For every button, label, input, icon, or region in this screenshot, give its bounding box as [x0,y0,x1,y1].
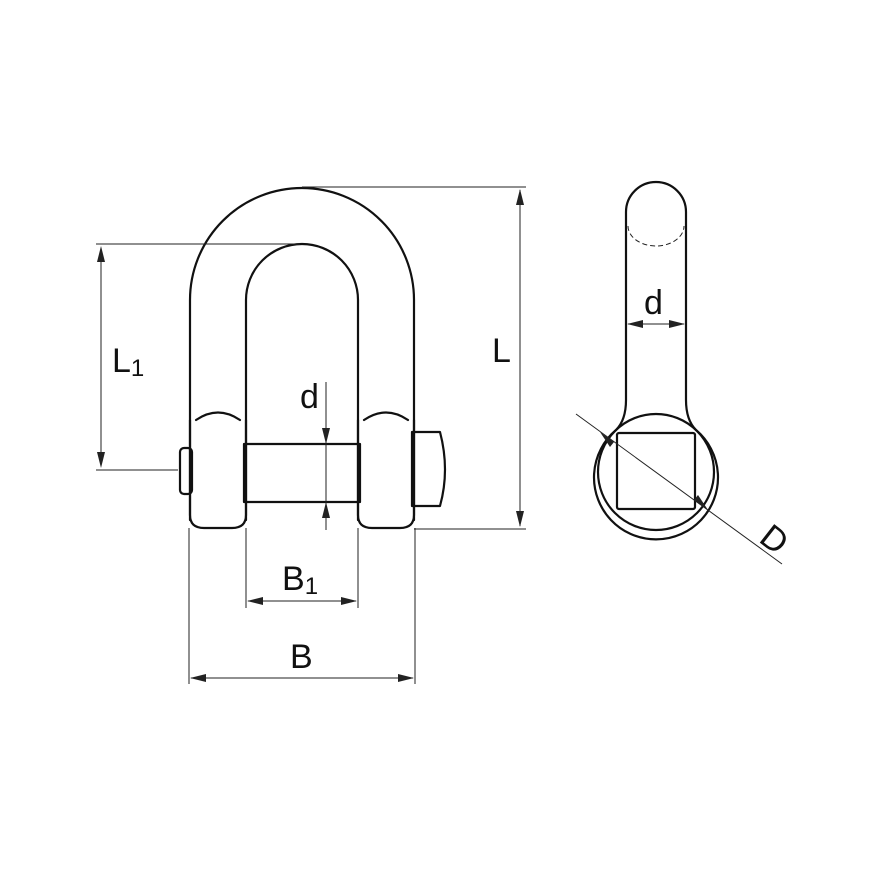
d-diagonal-label: D [753,517,796,562]
l-label: L [492,332,511,370]
b-arrow-right [398,674,414,682]
pin-nut [410,430,447,508]
l-arrow-bottom [516,511,524,527]
d-diagonal-arrow-upper [600,432,614,447]
front-view [178,186,447,530]
right-eye-seam [362,411,410,422]
side-eye-circle [596,412,716,532]
bow-outer [188,186,416,522]
l1-arrow-top [97,246,105,262]
d-side-arrow-left [627,320,643,328]
pin-body [242,442,362,504]
side-square-section [615,431,697,511]
l1-label: L1 [112,342,144,382]
l1-arrow-bottom [97,452,105,468]
d-front-arrow-top [322,428,330,444]
d-diagonal-line [575,413,783,565]
right-eye [356,418,416,530]
b-arrow-left [190,674,206,682]
d-front-label: d [300,378,319,416]
side-view [592,180,720,541]
front-dimensions: L1 d L B1 B [96,186,526,684]
left-eye [188,418,248,530]
d-diagonal-arrow-lower [694,495,708,510]
d-side-label: d [644,284,663,322]
side-hidden-pin-top [627,225,685,247]
bow-inner [244,242,360,522]
b1-arrow-right [341,597,357,605]
side-profile [592,180,720,541]
left-eye-seam [194,411,242,422]
b1-label: B1 [282,560,318,600]
d-front-arrow-bottom [322,502,330,518]
b1-arrow-left [247,597,263,605]
l-arrow-top [516,189,524,205]
d-side-arrow-right [669,320,685,328]
b-label: B [290,638,313,676]
